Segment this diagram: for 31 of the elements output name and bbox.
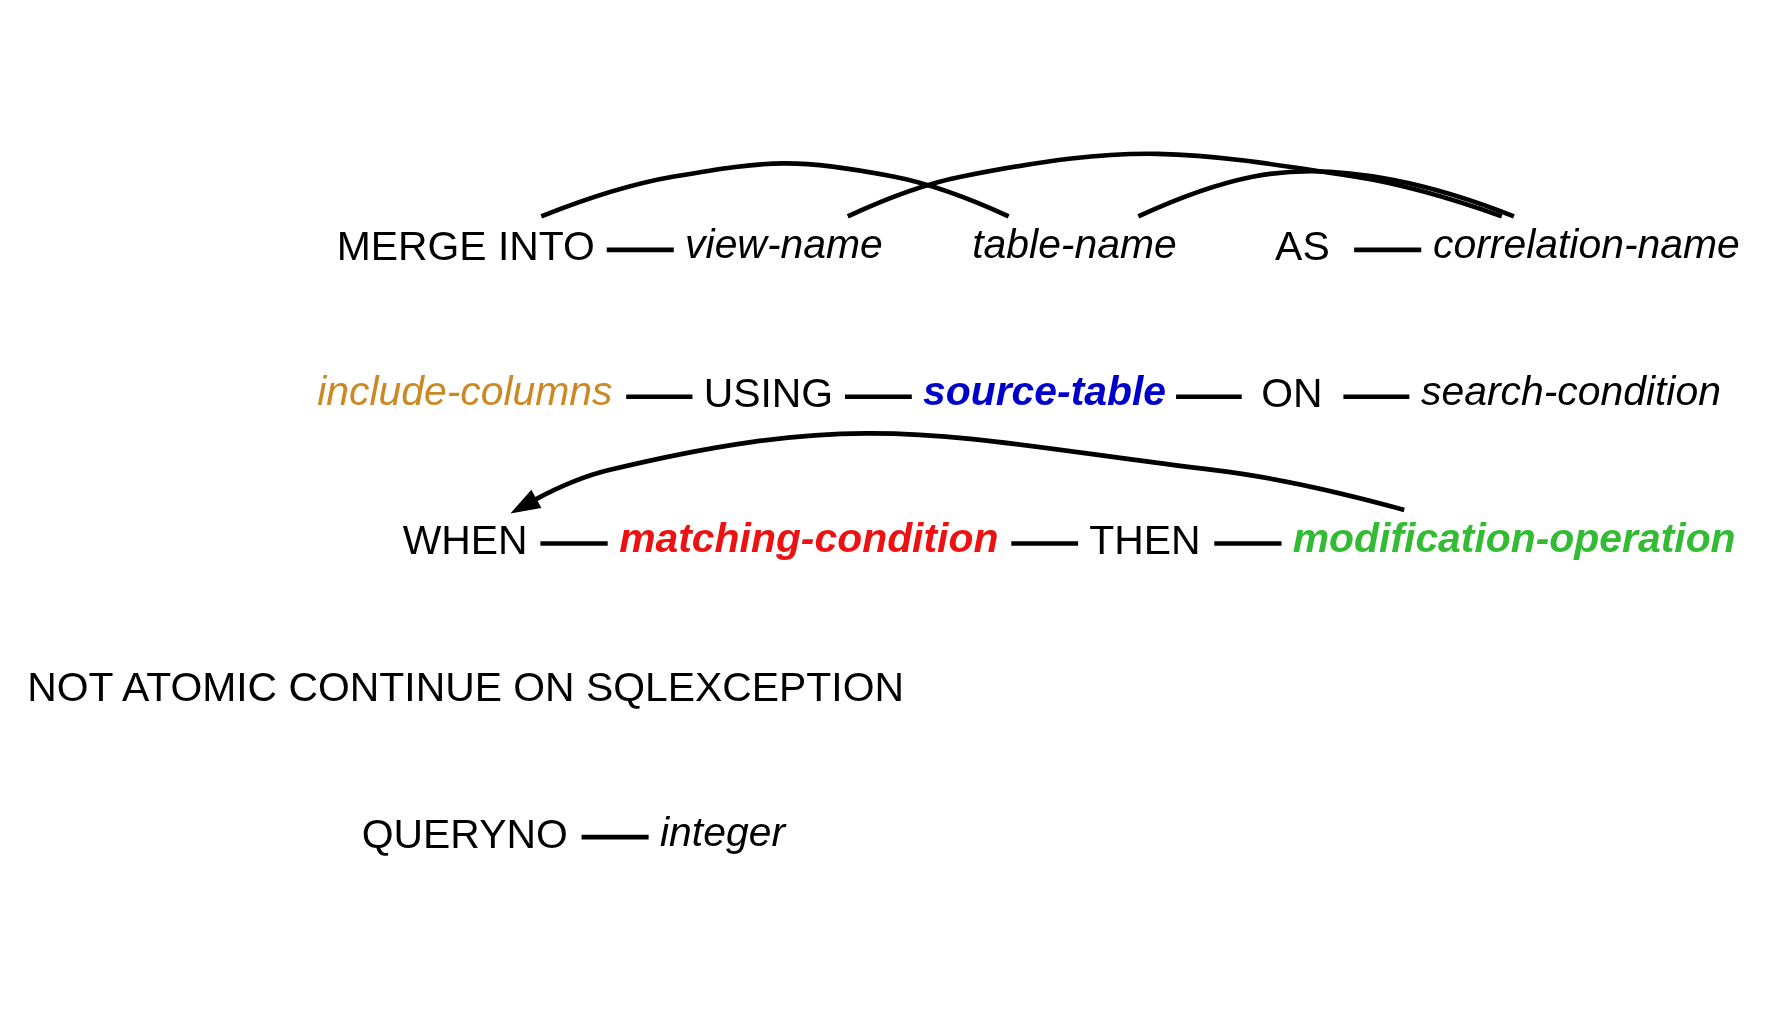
node-text: correlation-name — [1433, 220, 1740, 267]
connector — [1214, 540, 1282, 546]
node-text: USING — [703, 369, 834, 416]
node-text: WHEN — [402, 516, 528, 563]
node-text: MERGE INTO — [336, 222, 595, 269]
node-text: source-table — [922, 367, 1167, 414]
node-text: AS — [1275, 222, 1330, 269]
node-text: include-columns — [317, 367, 613, 414]
node-text: QUERYNO — [361, 810, 568, 857]
connector — [581, 834, 649, 839]
connector — [1011, 540, 1079, 546]
node-text: NOT ATOMIC CONTINUE ON SQLEXCEPTION — [27, 663, 904, 710]
connector — [1176, 393, 1242, 399]
connector — [540, 540, 608, 546]
node-text: search-condition — [1421, 367, 1721, 414]
connector — [846, 151, 1503, 219]
connector — [845, 393, 912, 399]
connector — [1137, 168, 1515, 219]
connector — [606, 247, 674, 252]
node-text: matching-condition — [619, 514, 999, 561]
node-text: integer — [660, 808, 786, 855]
node-text: view-name — [685, 220, 883, 267]
node-text: ON — [1261, 369, 1323, 416]
connector — [1343, 393, 1410, 399]
arrow — [510, 430, 1405, 513]
connector — [540, 160, 1010, 218]
node-text: modification-operation — [1292, 514, 1736, 561]
node-text: table-name — [972, 220, 1177, 267]
connector — [1354, 247, 1422, 252]
node-text: THEN — [1089, 516, 1201, 563]
connector — [626, 393, 693, 399]
